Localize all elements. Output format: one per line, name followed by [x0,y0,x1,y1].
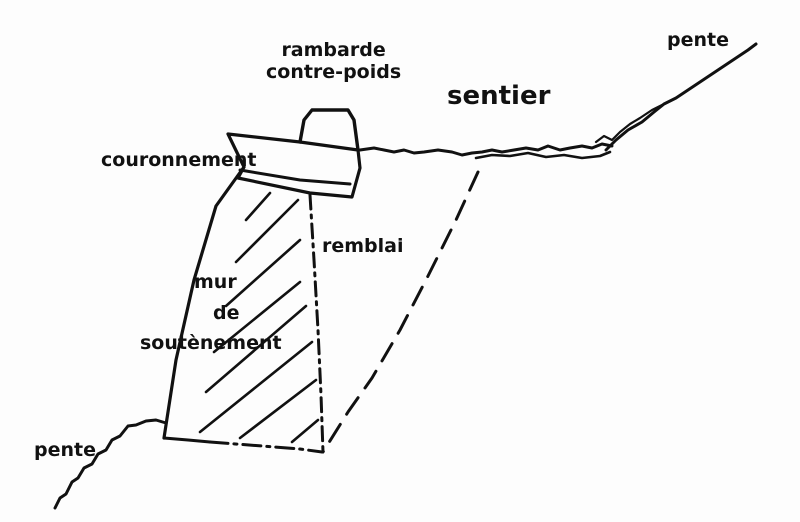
right-slope-ground [604,42,758,152]
wall-back-line [308,193,325,454]
label-railing-line1: rambarde [281,39,386,61]
wall-hatching [198,191,320,444]
right-slope-texture [594,102,666,144]
foundation-line [208,440,324,454]
label-path: sentier [447,81,551,111]
label-wall-de: de [213,302,240,324]
label-left-slope: pente [34,439,96,461]
counterweight-railing-block [298,108,360,152]
label-railing-line2: contre-poids [266,60,402,83]
path-surface-lower [474,150,612,160]
wall-base-line [162,436,212,444]
left-slope-ground [53,418,168,510]
fill-boundary-dashed [321,170,480,454]
wall-left-face [162,165,246,440]
label-wall-mur: mur [194,271,237,293]
label-wall-soutenement: soutènement [140,332,282,354]
label-right-slope: pente [667,29,729,51]
label-fill: remblai [322,235,404,257]
crown-band [238,168,352,186]
label-railing: rambarde contre-poids [266,39,402,84]
label-crown: couronnement [101,149,257,171]
path-surface [358,142,614,157]
